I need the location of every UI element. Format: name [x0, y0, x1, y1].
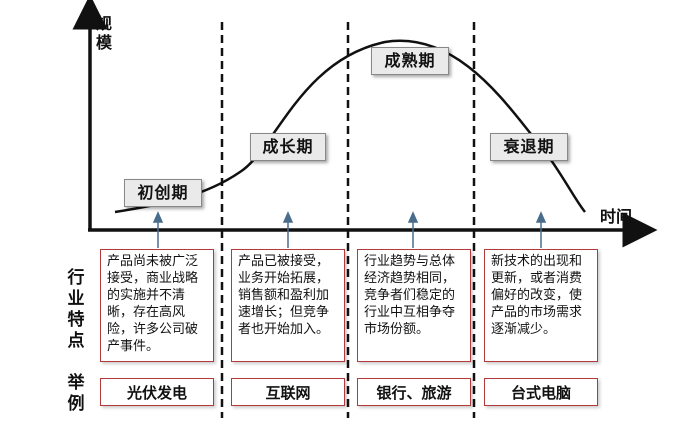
example-box-decline: 台式电脑 — [484, 378, 598, 406]
feature-box-mature: 行业趋势与总体经济趋势相同，竞争者们稳定的行业中互相争夺市场份额。 — [357, 249, 471, 362]
feature-box-decline: 新技术的出现和更新，或者消费偏好的改变，使产品的市场需求逐渐减少。 — [484, 249, 598, 362]
y-axis-label: 规模 — [96, 14, 113, 52]
example-box-growth: 互联网 — [231, 378, 345, 406]
feature-box-growth: 产品已被接受，业务开始拓展，销售额和盈利加速增长；但竞争者也开始加入。 — [231, 249, 345, 362]
row-label-examples: 举例 — [67, 373, 85, 414]
example-box-startup: 光伏发电 — [100, 378, 214, 406]
x-axis-label: 时间 — [600, 207, 633, 226]
stage-label-mature: 成熟期 — [371, 47, 449, 75]
example-box-mature: 银行、旅游 — [357, 378, 471, 406]
row-label-features: 行业特点 — [67, 268, 85, 351]
stage-label-growth: 成长期 — [250, 133, 326, 161]
stage-label-startup: 初创期 — [124, 179, 202, 207]
stage-label-decline: 衰退期 — [490, 133, 568, 161]
feature-box-startup: 产品尚未被广泛接受，商业战略的实施并不清晰，存在高风险，许多公司破产事件。 — [100, 249, 214, 362]
